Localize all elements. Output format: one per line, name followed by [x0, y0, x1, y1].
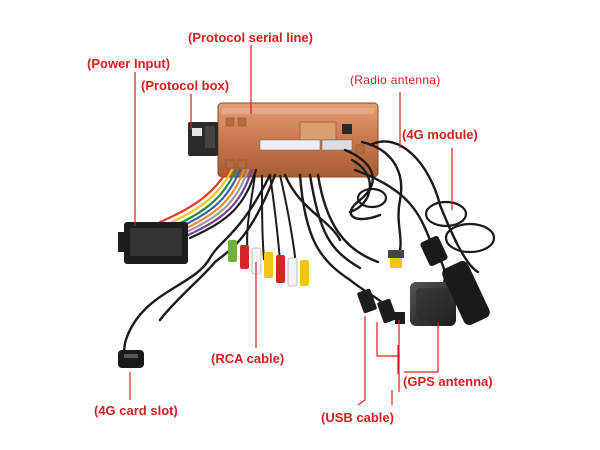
protocol-box-icon: [188, 122, 218, 156]
gps-antenna-icon: [410, 282, 456, 326]
leader-lines: [129, 45, 453, 406]
power-connector-icon: [118, 222, 188, 264]
cable-coils: [356, 187, 496, 254]
label-usb-cable: (USB cable): [321, 410, 394, 425]
label-gps-antenna: (GPS antenna): [403, 374, 493, 389]
usb-plugs-icon: [357, 288, 405, 324]
head-unit-icon: [217, 102, 379, 178]
4g-card-slot-icon: [118, 350, 144, 368]
label-radio-antenna: (Radio antenna): [350, 73, 441, 87]
label-rca-cable: (RCA cable): [211, 351, 285, 366]
label-protocol-serial-line: (Protocol serial line): [188, 30, 313, 45]
rca-plugs-icon: [228, 174, 309, 287]
label-power-input: (Power Input): [87, 56, 171, 71]
radio-antenna-plug-icon: [388, 250, 404, 268]
4g-module-icon: [420, 235, 490, 326]
label-4g-card-slot: (4G card slot): [94, 403, 178, 418]
label-4g-module: (4G module): [402, 127, 478, 142]
label-protocol-box: (Protocol box): [141, 78, 230, 93]
